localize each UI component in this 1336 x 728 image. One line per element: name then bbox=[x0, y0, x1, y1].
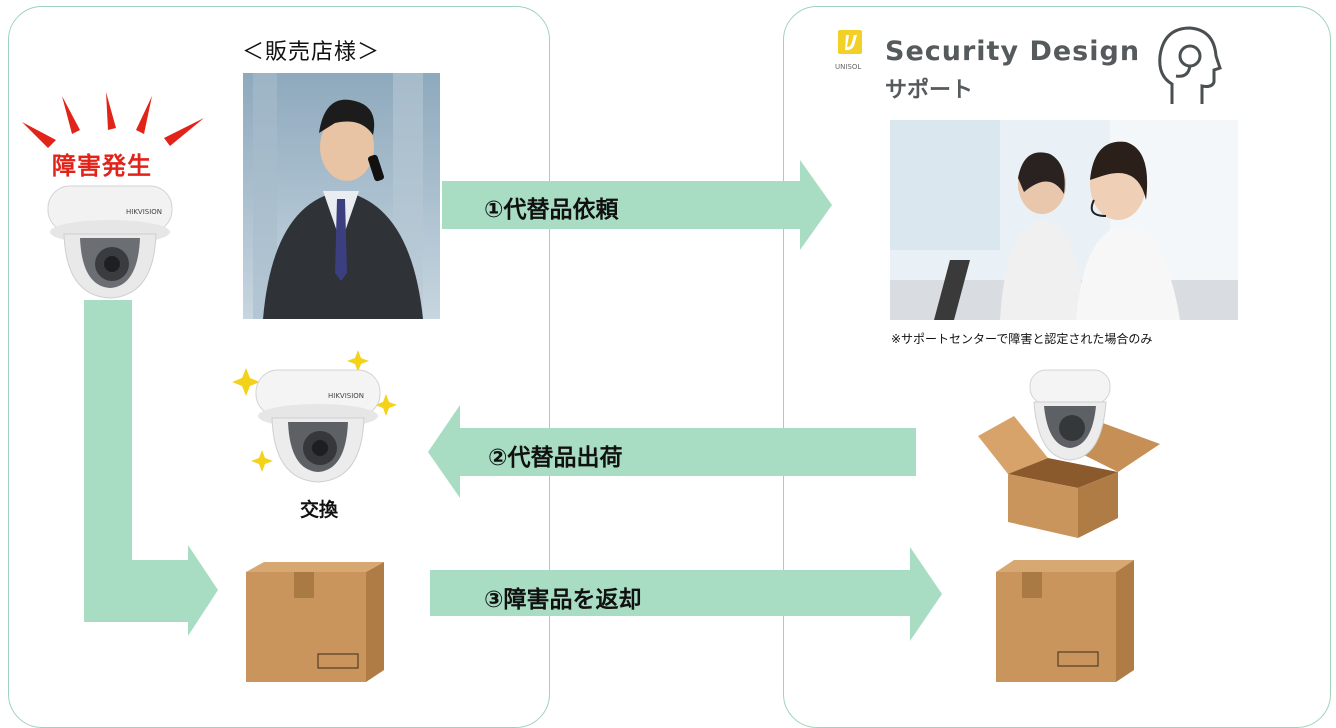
shop-label: ＜販売店様＞ bbox=[242, 40, 381, 65]
support-note: ※サポートセンターで障害と認定された場合のみ bbox=[891, 332, 1153, 346]
return-box-icon bbox=[246, 562, 384, 682]
alert-burst-icon bbox=[22, 92, 204, 148]
support-headset-icon bbox=[1158, 26, 1222, 104]
shop-staff-photo bbox=[243, 73, 440, 319]
step2-label: ②代替品出荷 bbox=[488, 445, 623, 471]
outage-label: 障害発生 bbox=[52, 152, 152, 180]
step1-label: ①代替品依頼 bbox=[484, 197, 619, 223]
step3-label: ③障害品を返却 bbox=[484, 587, 642, 613]
swap-label: 交換 bbox=[300, 499, 339, 521]
step2-arrow bbox=[428, 405, 916, 498]
faulty-camera-icon: HIKVISION bbox=[47, 185, 173, 299]
shipment-box-icon bbox=[978, 369, 1160, 538]
unisol-logo-icon bbox=[838, 30, 862, 54]
brand-subtitle: サポート bbox=[885, 78, 974, 103]
camera-brand-text: HIKVISION bbox=[328, 392, 364, 400]
return-flow-arrow bbox=[84, 300, 218, 636]
step3-arrow bbox=[430, 547, 942, 641]
brand-title: Security Design bbox=[885, 36, 1141, 67]
camera-brand-text: HIKVISION bbox=[126, 208, 162, 216]
step1-arrow bbox=[442, 160, 832, 250]
support-center-photo bbox=[890, 120, 1238, 320]
logo-subtext: UNISOL bbox=[835, 63, 862, 71]
flow-arrows bbox=[84, 160, 942, 641]
received-box-icon bbox=[996, 560, 1134, 682]
replacement-camera-icon: HIKVISION bbox=[232, 350, 397, 483]
